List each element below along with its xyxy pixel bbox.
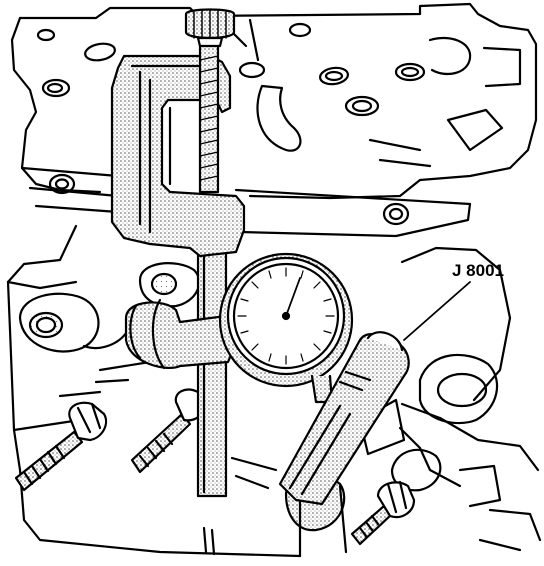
indicator-support-rod xyxy=(196,248,228,498)
threaded-stud-middle xyxy=(130,388,206,474)
callout-leader-line xyxy=(403,281,471,341)
indicator-plunger-arm xyxy=(278,331,410,506)
dial-indicator-gauge xyxy=(218,252,354,404)
c-clamp xyxy=(110,8,246,258)
threaded-stud-right xyxy=(350,480,416,546)
engine-block-lower xyxy=(6,224,542,558)
threaded-stud-left xyxy=(14,401,108,492)
tool-callout-label: J 8001 xyxy=(452,261,504,280)
cylinder-head-casting xyxy=(10,2,538,238)
